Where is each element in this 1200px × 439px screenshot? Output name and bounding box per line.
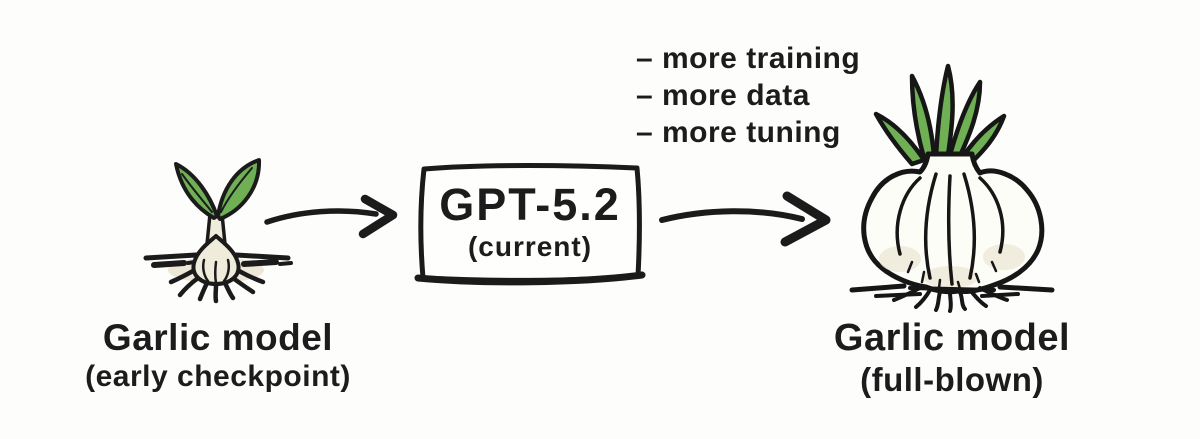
arrow-right-icon <box>656 186 836 250</box>
list-item: – more tuning <box>636 114 860 151</box>
improvements-list: – more training – more data – more tunin… <box>636 40 860 151</box>
leaf-veins <box>181 167 253 213</box>
list-item: – more data <box>636 77 860 114</box>
early-stage-label: Garlic model (early checkpoint) <box>38 318 398 393</box>
improvement-text: more training <box>662 41 861 75</box>
arrow-right-icon <box>262 192 402 242</box>
current-model-subtitle: (current) <box>467 231 593 262</box>
early-stage-subtitle: (early checkpoint) <box>85 360 351 394</box>
garlic-sprout-icon <box>138 152 298 304</box>
early-stage-title: Garlic model <box>102 317 334 358</box>
improvement-text: more data <box>662 78 810 112</box>
current-model-box: GPT-5.2 (current) <box>412 160 648 290</box>
hatch-marks <box>906 260 998 291</box>
list-item: – more training <box>636 40 860 77</box>
bullet-dash: – <box>636 41 654 75</box>
garlic-bulb-icon <box>846 56 1058 316</box>
full-stage-label: Garlic model (full-blown) <box>762 318 1142 398</box>
full-stage-title: Garlic model <box>833 317 1071 359</box>
roots <box>168 268 266 304</box>
current-model-title: GPT-5.2 <box>439 179 621 230</box>
leaves <box>174 158 262 221</box>
ground-line <box>849 283 1055 298</box>
improvement-text: more tuning <box>662 115 841 149</box>
box-border <box>414 163 646 286</box>
bullet-dash: – <box>636 78 654 112</box>
clove-lines <box>895 172 1005 286</box>
roots <box>892 286 1009 313</box>
bulb-lines <box>201 258 231 285</box>
bullet-dash: – <box>636 115 654 149</box>
garlic-shoots <box>873 63 1007 167</box>
full-stage-subtitle: (full-blown) <box>860 361 1044 399</box>
